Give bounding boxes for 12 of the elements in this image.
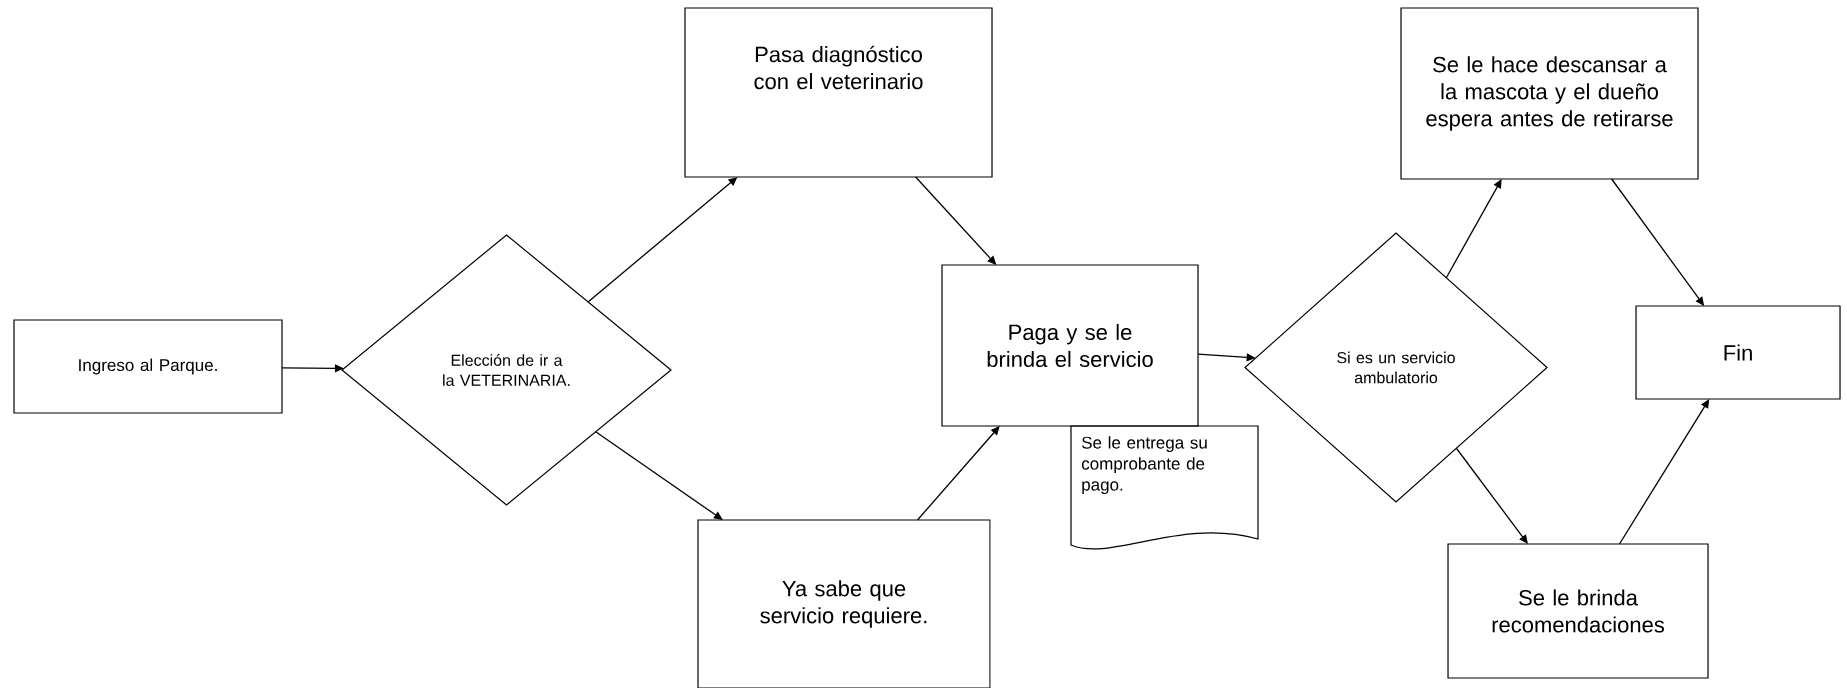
- process-box: Ya sabe que servicio requiere.: [697, 519, 991, 688]
- process-box: Ingreso al Parque.: [13, 319, 283, 414]
- arrow: [1445, 179, 1502, 279]
- process-box: Pasa diagnóstico con el veterinario: [684, 7, 993, 178]
- arrow: [595, 431, 723, 520]
- arrow: [916, 426, 1000, 521]
- process-box: Se le brinda recomendaciones: [1447, 543, 1709, 679]
- arrow: [1455, 447, 1528, 544]
- process-box: Se le hace descansar a la mascota y el dueño espera antes de retirarse: [1400, 7, 1699, 180]
- process-box: Paga y se le brinda el servicio: [941, 264, 1199, 427]
- process-box: Fin: [1635, 305, 1841, 400]
- arrow: [1618, 399, 1710, 545]
